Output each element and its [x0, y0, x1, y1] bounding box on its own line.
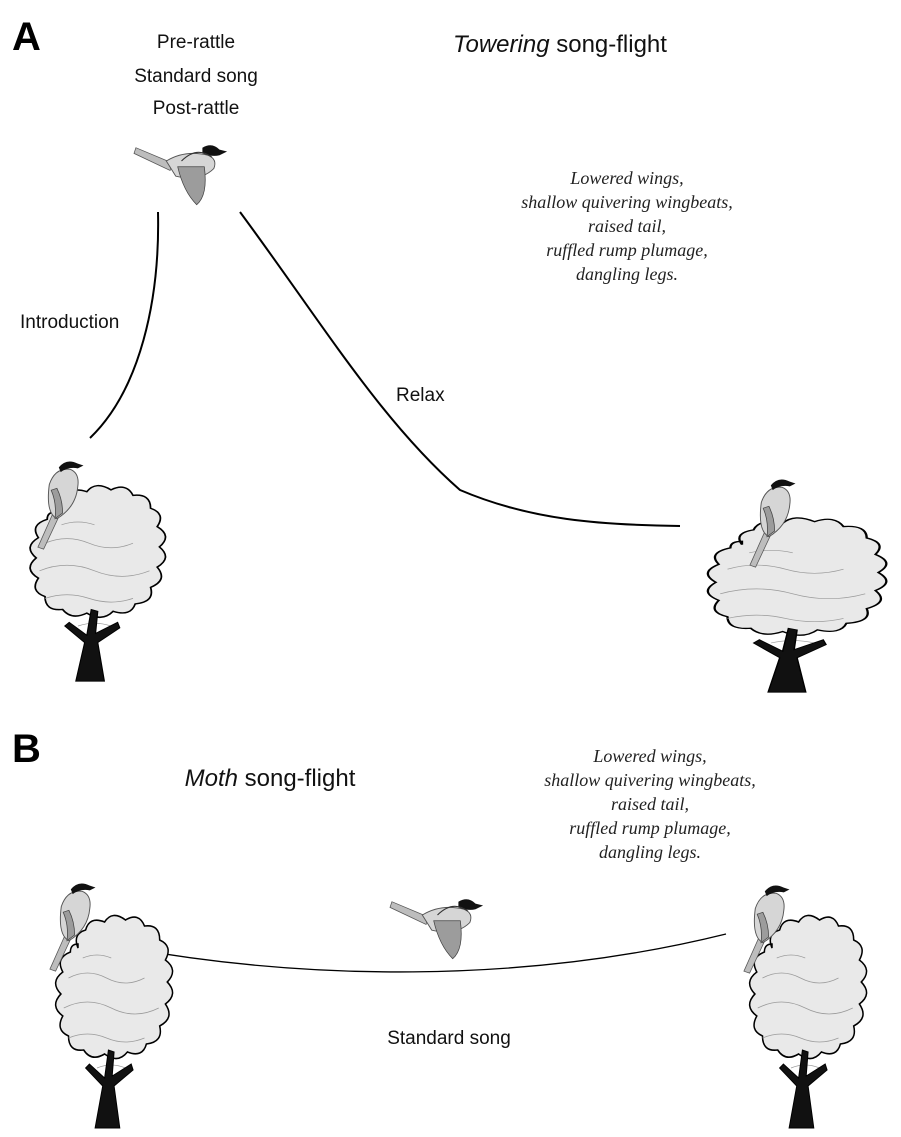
- panel-a-posture-text: Lowered wings, shallow quivering wingbea…: [521, 168, 733, 284]
- panel-a-title-rest: song-flight: [550, 31, 668, 58]
- relax-label: Relax: [396, 385, 445, 406]
- introduction-label: Introduction: [20, 312, 119, 333]
- panel-b-letter: B: [12, 727, 41, 771]
- panel-a-title-italic: Towering: [453, 31, 550, 58]
- posture-line: raised tail,: [588, 216, 666, 236]
- flying-bird-icon: [390, 899, 483, 958]
- tree-icon: [30, 486, 165, 682]
- flying-bird-icon: [134, 145, 227, 204]
- phase-pre-rattle: Pre-rattle: [157, 32, 235, 53]
- tree-icon: [750, 915, 867, 1128]
- panel-b-title-rest: song-flight: [238, 765, 356, 792]
- tree-icon: [56, 915, 173, 1128]
- panel-a-song-phases: Pre-rattle Standard song Post-rattle: [134, 32, 258, 119]
- posture-line: Lowered wings,: [569, 168, 683, 188]
- posture-line: raised tail,: [611, 794, 689, 814]
- panel-a-letter: A: [12, 15, 41, 59]
- posture-line: dangling legs.: [576, 264, 678, 284]
- tree-icon: [708, 518, 886, 692]
- phase-post-rattle: Post-rattle: [153, 98, 240, 119]
- standard-song-label: Standard song: [387, 1028, 511, 1049]
- phase-standard-song: Standard song: [134, 66, 258, 87]
- posture-line: shallow quivering wingbeats,: [544, 770, 756, 790]
- panel-a-title: Towering song-flight: [453, 31, 667, 58]
- posture-line: shallow quivering wingbeats,: [521, 192, 733, 212]
- moth-flight-path: [118, 934, 726, 972]
- panel-b-title: Moth song-flight: [185, 765, 356, 792]
- panel-b-title-italic: Moth: [185, 765, 238, 792]
- posture-line: ruffled rump plumage,: [569, 818, 731, 838]
- posture-line: ruffled rump plumage,: [546, 240, 708, 260]
- posture-line: Lowered wings,: [592, 746, 706, 766]
- posture-line: dangling legs.: [599, 842, 701, 862]
- panel-b-posture-text: Lowered wings, shallow quivering wingbea…: [544, 746, 756, 862]
